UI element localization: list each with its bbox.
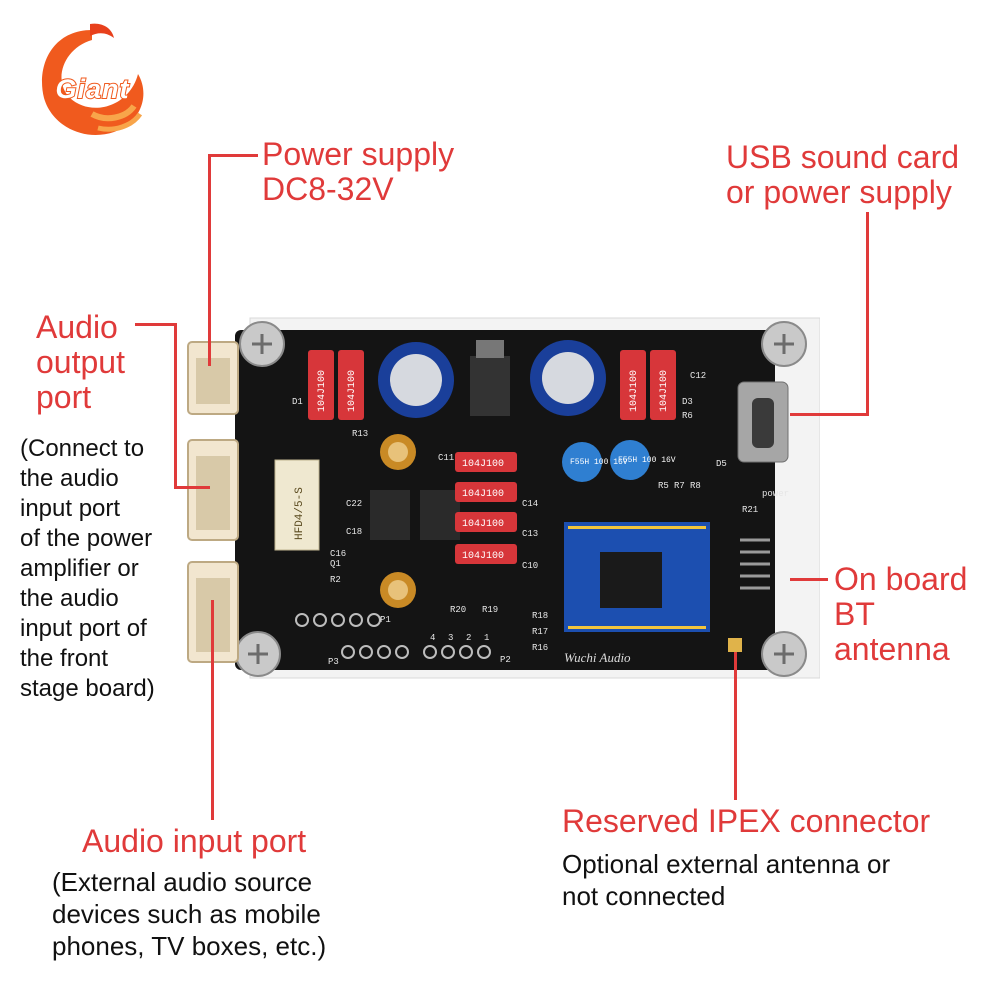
callout-line-output xyxy=(174,323,177,489)
cap-label: F55H 100 16V xyxy=(570,458,628,467)
silk-label: D5 xyxy=(716,459,727,469)
callout-line-power xyxy=(208,154,258,157)
resistor-label: 104J100 xyxy=(659,370,670,412)
callout-line-output xyxy=(135,323,175,326)
label-audio-output: Audio output port xyxy=(36,309,125,415)
pin-label: 4 xyxy=(430,633,435,643)
callout-line-usb xyxy=(866,212,869,415)
silk-label: R16 xyxy=(532,643,548,653)
callout-line-ipex xyxy=(734,652,737,800)
pin-label: 1 xyxy=(484,633,489,643)
silk-label: R2 xyxy=(330,575,341,585)
silk-label: D3 xyxy=(682,397,693,407)
label-bt-antenna: On board BT antenna xyxy=(834,561,968,667)
silk-label: C22 xyxy=(346,499,362,509)
silk-label: R18 xyxy=(532,611,548,621)
silk-label: C16 xyxy=(330,549,346,559)
silk-label: R13 xyxy=(352,429,368,439)
silk-label: P2 xyxy=(500,655,511,665)
resistor-label: 104J100 xyxy=(462,489,504,500)
callout-line-output xyxy=(174,486,210,489)
logo-text: Giant xyxy=(54,73,130,105)
label-power-supply: Power supply DC8-32V xyxy=(262,136,455,207)
callout-line-usb xyxy=(790,413,869,416)
silk-label: Q1 xyxy=(330,559,341,569)
silk-label: R17 xyxy=(532,627,548,637)
note-audio-input: (External audio source devices such as m… xyxy=(52,867,327,961)
resistor-label: 104J100 xyxy=(462,459,504,470)
cap-label: F55H 100 16V xyxy=(618,456,676,465)
silk-label: P1 xyxy=(380,615,391,625)
callout-line-bt xyxy=(790,578,828,581)
silk-label: C12 xyxy=(690,371,706,381)
silk-label: C18 xyxy=(346,527,362,537)
silk-label: C10 xyxy=(522,561,538,571)
pcb-board: 104J100 104J100 104J100 104J100 F55H 100… xyxy=(180,300,821,700)
pin-label: 3 xyxy=(448,633,453,643)
note-audio-output: (Connect to the audio input port of the … xyxy=(20,435,155,702)
silk-label: R6 xyxy=(682,411,693,421)
label-ipex: Reserved IPEX connector xyxy=(562,803,931,839)
pin-label: 2 xyxy=(466,633,471,643)
silk-label: R7 xyxy=(674,481,685,491)
silk-label: R8 xyxy=(690,481,701,491)
label-audio-input: Audio input port xyxy=(82,823,307,859)
silk-label: R19 xyxy=(482,605,498,615)
brand-logo xyxy=(22,18,162,148)
resistor-label: 104J100 xyxy=(462,519,504,530)
silk-label: R20 xyxy=(450,605,466,615)
silk-label: R5 xyxy=(658,481,669,491)
resistor-label: 104J100 xyxy=(629,370,640,412)
callout-line-input xyxy=(211,600,214,820)
silk-label: C14 xyxy=(522,499,538,509)
resistor-label: 104J100 xyxy=(347,370,358,412)
silk-label: C11 xyxy=(438,453,454,463)
brand-silk: Wuchi Audio xyxy=(564,650,631,665)
callout-line-power xyxy=(208,154,211,366)
silk-label: R21 xyxy=(742,505,758,515)
resistor-label: 104J100 xyxy=(462,551,504,562)
label-usb: USB sound card or power supply xyxy=(726,139,960,210)
silk-label: C13 xyxy=(522,529,538,539)
silk-label: D1 xyxy=(292,397,303,407)
note-ipex: Optional external antenna or not connect… xyxy=(562,849,891,911)
relay-label: HFD4/5-S xyxy=(294,487,306,540)
silk-label: power xyxy=(762,489,789,499)
silk-label: P3 xyxy=(328,657,339,667)
resistor-label: 104J100 xyxy=(317,370,328,412)
